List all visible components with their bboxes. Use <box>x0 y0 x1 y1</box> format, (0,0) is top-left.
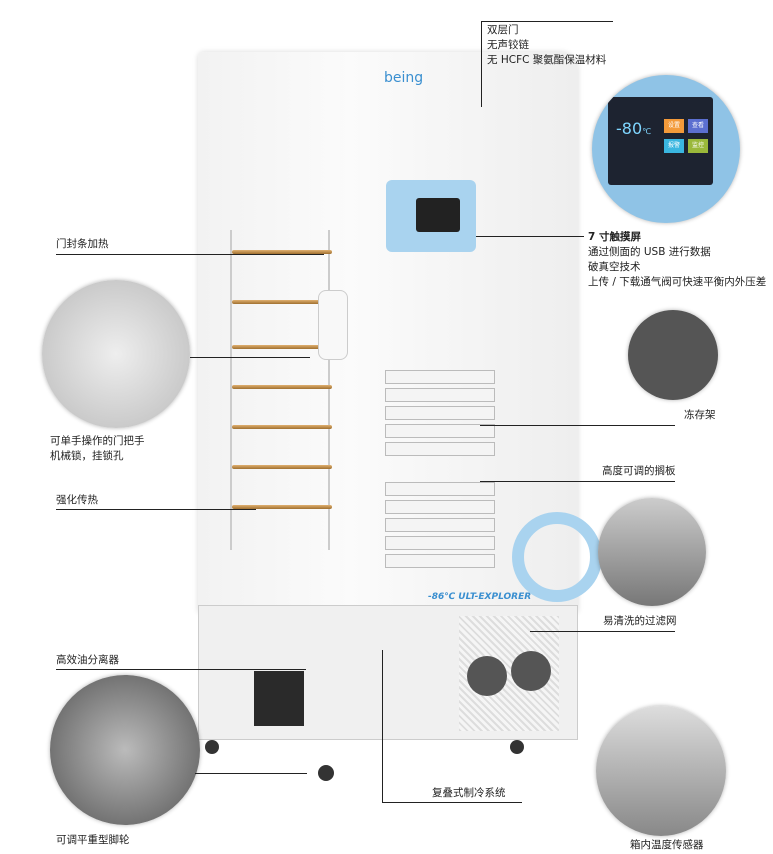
sensor-detail-image <box>596 706 726 836</box>
alarm-button[interactable]: 报警 <box>664 139 684 153</box>
caster-callout: 可调平重型脚轮 <box>56 834 130 846</box>
door-handle[interactable] <box>318 290 348 360</box>
touchscreen[interactable] <box>416 198 460 232</box>
storage-racks <box>385 370 500 580</box>
handle-callout: 可单手操作的门把手机械锁，挂锁孔 <box>50 435 145 462</box>
caster <box>318 765 334 781</box>
interior-detail-image <box>598 498 706 606</box>
refrig-callout: 复叠式制冷系统 <box>432 787 506 799</box>
oil-separator <box>254 671 304 726</box>
caster <box>205 740 219 754</box>
decor-ring <box>512 512 602 602</box>
heat-callout: 强化传热 <box>56 494 98 506</box>
separator-callout: 高效油分离器 <box>56 654 119 666</box>
model-label: -86℃ ULT-EXPLORER <box>428 592 532 602</box>
caster-detail-image <box>50 675 200 825</box>
caster <box>510 740 524 754</box>
settings-button[interactable]: 设置 <box>664 119 684 133</box>
gasket-callout: 门封条加热 <box>56 238 109 250</box>
handle-detail-image <box>42 280 190 428</box>
monitor-button[interactable]: 监控 <box>688 139 708 153</box>
machine-compartment <box>198 605 578 740</box>
screen-detail-image: -80℃ 设置 查看 报警 监控 <box>592 75 740 223</box>
rack-detail-image <box>628 310 718 400</box>
shelf-callout: 高度可调的搁板 <box>602 465 676 477</box>
control-panel[interactable] <box>386 180 476 252</box>
sensor-callout: 箱内温度传感器 <box>630 839 704 851</box>
view-button[interactable]: 查看 <box>688 119 708 133</box>
fan-icon <box>511 651 551 691</box>
interior-rack <box>230 230 332 550</box>
door-callout: 双层门无声铰链无 HCFC 聚氨酯保温材料 <box>487 24 607 66</box>
fan-icon <box>467 656 507 696</box>
screen-temp: -80℃ <box>616 119 652 138</box>
screen-callout: 7 寸触摸屏 通过侧面的 USB 进行数据破真空技术上传 / 下载通气阀可快速平… <box>588 231 767 288</box>
rack-callout: 冻存架 <box>684 409 716 421</box>
filter-callout: 易清洗的过滤网 <box>603 615 677 627</box>
brand-logo: being <box>384 70 424 86</box>
